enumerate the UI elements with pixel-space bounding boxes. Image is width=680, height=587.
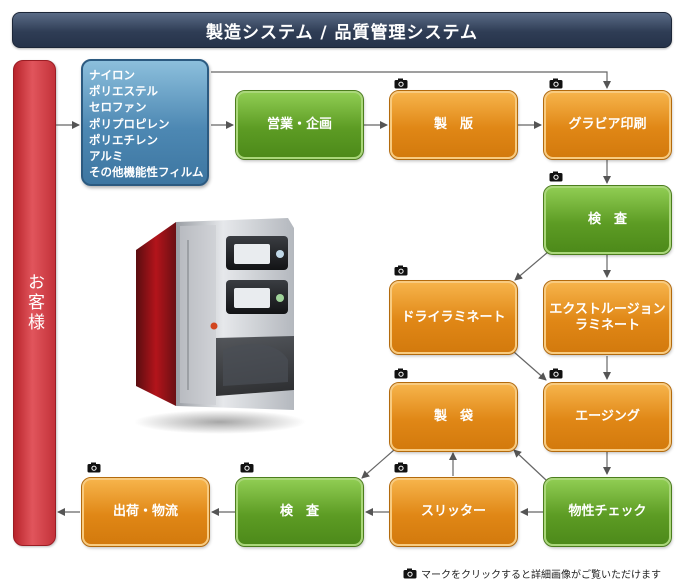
machine-illustration	[134, 218, 306, 434]
step-label: 検 査	[279, 504, 319, 519]
material-item: アルミ	[89, 149, 124, 164]
camera-icon[interactable]	[549, 171, 563, 182]
step-label: グラビア印刷	[568, 117, 647, 132]
material-item: ポリエチレン	[89, 132, 158, 147]
camera-icon[interactable]	[394, 78, 408, 89]
step-dry-laminate: ドライラミネート	[389, 280, 518, 355]
camera-icon[interactable]	[549, 78, 563, 89]
camera-icon[interactable]	[394, 265, 408, 276]
material-item: ナイロン	[89, 68, 135, 82]
footer-note-text: マークをクリックすると詳細画像がご覧いただけます	[421, 570, 661, 581]
material-item: セロファン	[89, 100, 147, 115]
material-item: ポリプロピレン	[89, 116, 170, 131]
step-label: エージング	[575, 409, 640, 424]
step-slitter: スリッター	[389, 477, 518, 547]
materials-box: ナイロン ポリエステル セロファン ポリプロピレン ポリエチレン アルミ その他…	[81, 59, 209, 186]
step-label: ラミネート	[574, 317, 640, 333]
step-property-check: 物性チェック	[543, 477, 672, 547]
step-label: エクストルージョン	[549, 301, 666, 317]
step-label: スリッター	[420, 504, 486, 519]
camera-icon[interactable]	[394, 462, 408, 473]
step-gravure: グラビア印刷	[543, 90, 672, 160]
step-sales: 営業・企画	[235, 90, 364, 160]
step-shipping: 出荷・物流	[81, 477, 210, 547]
camera-icon[interactable]	[394, 368, 408, 379]
step-label: 出荷・物流	[112, 504, 178, 519]
material-item: その他機能性フィルム	[89, 165, 204, 180]
step-aging: エージング	[543, 382, 672, 452]
step-inspection-1: 検 査	[543, 185, 672, 255]
step-extrusion-laminate: エクストルージョン ラミネート	[543, 280, 672, 355]
camera-icon[interactable]	[240, 462, 254, 473]
camera-icon[interactable]	[549, 368, 563, 379]
step-label: ドライラミネート	[401, 309, 506, 325]
step-label: 営業・企画	[266, 117, 332, 132]
step-label: 製 版	[433, 117, 473, 132]
material-item: ポリエステル	[89, 84, 158, 99]
step-label: 検 査	[587, 212, 627, 227]
page-title-text: 製造システム / 品質管理システム	[205, 22, 479, 43]
page-title: 製造システム / 品質管理システム	[12, 12, 672, 48]
step-label: 物性チェック	[568, 504, 647, 519]
customer-box: お客様	[13, 60, 56, 546]
step-inspection-2: 検 査	[235, 477, 364, 547]
camera-icon[interactable]	[87, 462, 101, 473]
step-platemaking: 製 版	[389, 90, 518, 160]
camera-icon	[403, 568, 417, 579]
footer-note: マークをクリックすると詳細画像がご覧いただけます	[403, 566, 661, 581]
step-label: 製 袋	[433, 409, 473, 424]
customer-label: お客様	[24, 273, 44, 333]
step-bagmaking: 製 袋	[389, 382, 518, 452]
